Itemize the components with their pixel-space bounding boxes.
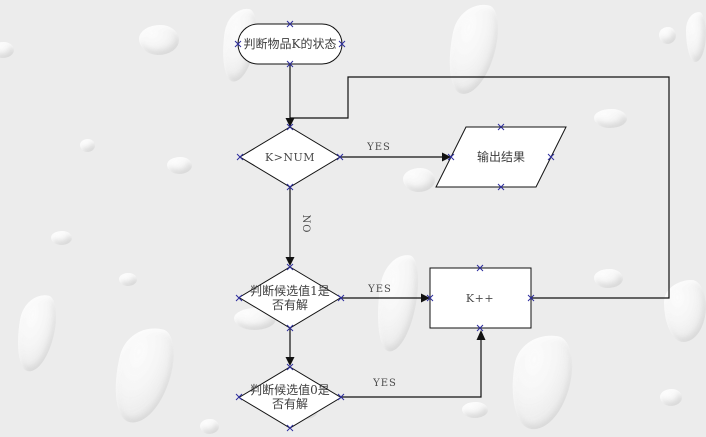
edge-candidate0-yes: YES: [341, 330, 486, 398]
edge-start-to-check-k: [285, 64, 295, 127]
decision-k-gt-num[interactable]: K>NUM: [236, 123, 344, 191]
edge-label-yes: YES: [367, 284, 392, 295]
arrowhead-down: [285, 257, 295, 266]
water-drop-decoration: [139, 25, 179, 55]
process-increment-k-label: K++: [466, 292, 494, 305]
water-drop-decoration: [80, 139, 95, 152]
arrowhead-right: [442, 152, 451, 162]
edge-candidate1-yes: YES: [341, 284, 430, 303]
output-result-label: 输出结果: [477, 149, 525, 164]
water-drop-decoration: [0, 42, 14, 58]
decision-k-gt-num-label: K>NUM: [265, 151, 315, 164]
decision-candidate-0-label-line1: 判断候选值0是: [250, 382, 330, 397]
decision-candidate-0-label-line2: 否有解: [272, 397, 308, 411]
edge-check-k-no: NO: [285, 187, 311, 266]
water-drop-decoration: [119, 273, 137, 286]
arrowhead-right: [421, 293, 430, 303]
water-drop-decoration: [462, 402, 488, 418]
process-increment-k-connection-points: [426, 264, 535, 332]
arrowhead-down: [285, 357, 295, 366]
water-drop-decoration: [167, 157, 192, 174]
arrowhead-down: [285, 118, 295, 127]
output-result-node[interactable]: 输出结果: [435, 123, 567, 191]
decision-candidate-0-connection-points: [235, 363, 345, 432]
arrowhead-up: [476, 330, 486, 340]
decision-candidate-0[interactable]: 判断候选值0是 否有解: [235, 363, 345, 432]
water-drop-decoration: [660, 389, 682, 406]
decision-candidate-1-label-line1: 判断候选值1是: [250, 283, 330, 298]
output-result-connection-points: [447, 123, 555, 191]
water-drop-decoration: [686, 12, 706, 62]
start-connection-points: [234, 20, 346, 68]
edge-label-yes: YES: [372, 378, 397, 389]
process-increment-k[interactable]: K++: [426, 264, 535, 332]
edge-candidate1-no-down: [285, 328, 295, 366]
edge-loopback-increment-to-check-k: [290, 76, 670, 299]
start-node[interactable]: 判断物品K的状态: [234, 20, 346, 68]
water-drop-decoration: [659, 27, 676, 44]
decision-candidate-1-connection-points: [235, 263, 345, 332]
decision-k-gt-num-connection-points: [236, 123, 344, 191]
water-drop-decoration: [594, 109, 627, 128]
water-drop-decoration: [664, 280, 706, 342]
water-drop-decoration: [200, 419, 219, 434]
decision-candidate-1[interactable]: 判断候选值1是 否有解: [235, 263, 345, 332]
edge-label-yes: YES: [366, 142, 391, 153]
edge-check-k-yes: YES: [340, 142, 451, 162]
water-drop-decoration: [51, 231, 72, 245]
start-node-label: 判断物品K的状态: [244, 36, 337, 51]
water-drop-decoration: [403, 168, 435, 192]
water-drop-decoration: [594, 269, 623, 288]
edge-label-no: NO: [300, 215, 311, 234]
decision-candidate-1-label-line2: 否有解: [272, 298, 308, 312]
